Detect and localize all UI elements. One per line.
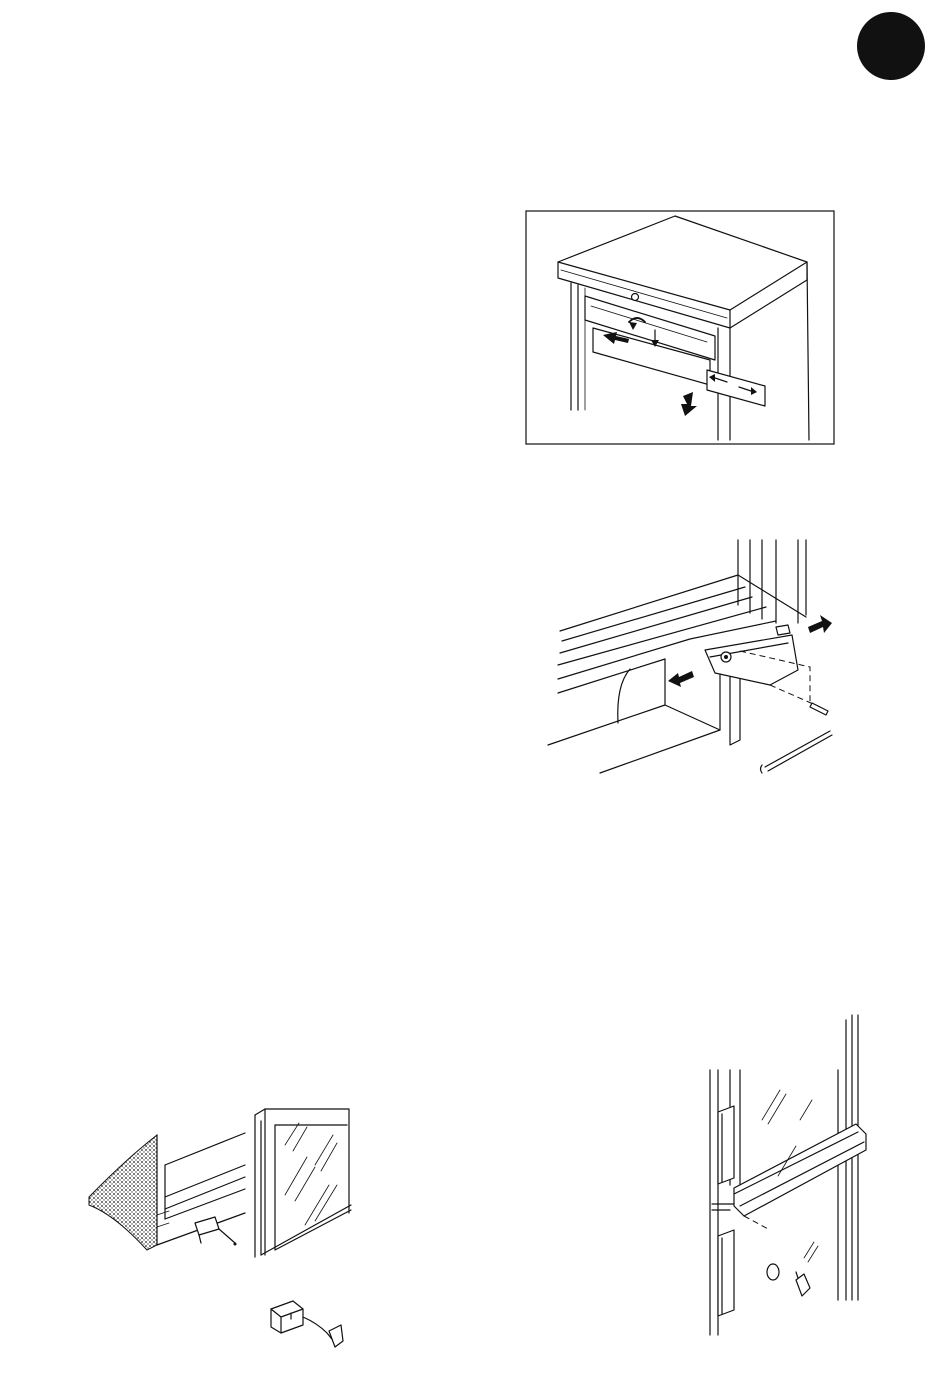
screw bbox=[234, 1243, 237, 1246]
figure-1-drawing bbox=[525, 210, 835, 445]
figure-3-bracket-screw bbox=[85, 1105, 365, 1350]
figure-4-handle-lock bbox=[700, 1010, 870, 1340]
hinge-bracket bbox=[705, 635, 798, 685]
hinge-pin bbox=[810, 703, 828, 715]
cabinet-curve bbox=[618, 669, 630, 723]
lower-bracket bbox=[271, 1301, 303, 1333]
figure-1-frame bbox=[526, 211, 834, 444]
lower-hinge bbox=[718, 1230, 734, 1316]
figure-4-drawing bbox=[700, 1010, 870, 1340]
small-bracket bbox=[195, 1217, 219, 1235]
cover-plate-end bbox=[707, 370, 765, 406]
rod bbox=[765, 731, 830, 767]
cabinet-front-fascia bbox=[558, 262, 730, 328]
page-badge bbox=[857, 12, 925, 80]
arrow-right-bold bbox=[808, 615, 832, 633]
figure-2-drawing bbox=[540, 535, 840, 780]
figure-2-hinge-bracket bbox=[540, 535, 840, 780]
cabinet-side-edge bbox=[730, 262, 807, 328]
arrow-rotate bbox=[629, 322, 637, 330]
upper-hinge bbox=[718, 1106, 734, 1184]
figure-1-cover-removal bbox=[525, 210, 835, 445]
arrow-left-bold bbox=[668, 671, 694, 687]
fascia-knob bbox=[632, 294, 639, 301]
arrow-down-bold bbox=[681, 392, 697, 416]
cabinet-top-surface bbox=[558, 216, 807, 310]
lock-cylinder bbox=[767, 1264, 779, 1280]
figure-3-drawing bbox=[85, 1105, 365, 1350]
cabinet-side-right bbox=[807, 262, 809, 440]
shaded-wall bbox=[89, 1135, 157, 1250]
key-tag bbox=[329, 1325, 343, 1347]
